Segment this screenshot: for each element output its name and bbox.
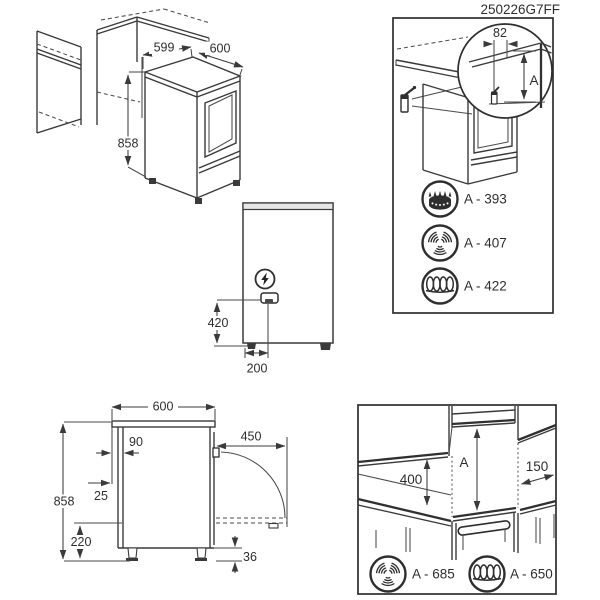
dim-label-36: 36 xyxy=(243,550,257,564)
bottom-right-panel: 400 A 150 A - 685 A - 650 xyxy=(357,404,557,595)
oven-door-window xyxy=(204,89,237,159)
dim-label-220: 220 xyxy=(71,535,92,549)
left-cabinet-drawing xyxy=(36,30,82,134)
dim-label-a-clearance: A xyxy=(459,455,468,470)
cooker-foot xyxy=(233,180,240,186)
dim-label-858: 858 xyxy=(118,137,139,151)
hob-type-label: A - 650 xyxy=(510,567,553,582)
side-foot xyxy=(195,547,207,561)
hob-type-row-coil: A - 650 xyxy=(468,555,553,593)
gas-tap-icon xyxy=(400,85,417,113)
dimension-220: 220 xyxy=(66,522,122,559)
dimension-82: 82 xyxy=(483,26,518,92)
top-left-isometric-diagram: 599 600 858 xyxy=(36,8,244,204)
hob-type-row-radiant: A - 407 xyxy=(421,224,507,262)
cooker-side-body xyxy=(111,420,220,561)
dimension-858-side: 858 xyxy=(49,421,130,562)
dimension-858: 858 xyxy=(113,71,147,178)
dim-label-200: 200 xyxy=(247,362,268,376)
cooker-foot xyxy=(195,198,202,204)
dim-label-858-side: 858 xyxy=(54,495,75,509)
dimension-a: A xyxy=(504,50,539,103)
dim-label-600: 600 xyxy=(210,42,231,56)
tall-cabinet-drawing xyxy=(96,8,211,125)
dimension-400: 400 xyxy=(400,459,431,506)
dim-label-82: 82 xyxy=(493,26,507,40)
dimension-600-top: 600 xyxy=(198,41,244,76)
dimension-420: 420 xyxy=(203,299,261,347)
dimension-599: 599 xyxy=(141,40,193,118)
corner-detail-circle: 82 A xyxy=(457,23,553,119)
cooker-rear-body xyxy=(242,202,334,344)
door-swing-drawing xyxy=(216,437,288,529)
dim-label-599: 599 xyxy=(154,41,175,55)
oven-handle-rail xyxy=(457,520,511,536)
hob-type-label: A - 407 xyxy=(464,236,507,251)
dim-label-400: 400 xyxy=(400,472,423,487)
side-view-diagram: 600 858 90 25 220 450 xyxy=(49,399,288,573)
dim-label-150: 150 xyxy=(526,459,549,474)
dimension-450: 450 xyxy=(216,429,286,450)
electric-connection-symbol xyxy=(254,268,276,290)
gas-inlet-detail-icon xyxy=(490,86,500,105)
dimension-a-clearance: A xyxy=(459,428,481,511)
side-foot xyxy=(126,547,138,561)
rear-foot xyxy=(320,343,331,350)
dimension-25: 25 xyxy=(88,479,111,503)
rear-foot xyxy=(247,343,256,349)
dimension-200: 200 xyxy=(244,304,269,376)
hob-type-row-radiant: A - 685 xyxy=(369,555,455,593)
kitchen-isometric-drawing xyxy=(357,406,557,560)
dim-label-600-side: 600 xyxy=(153,400,174,414)
hob-type-label: A - 422 xyxy=(464,279,507,294)
dim-label-90: 90 xyxy=(129,435,143,449)
dimension-600-side: 600 xyxy=(111,399,216,420)
open-door-handle xyxy=(268,522,279,529)
dimension-150: 150 xyxy=(521,459,554,485)
hob-type-row-coil: A - 422 xyxy=(421,267,507,305)
worktop-slab xyxy=(111,420,216,428)
hob-type-label: A - 685 xyxy=(412,567,455,582)
dim-label-420: 420 xyxy=(208,316,229,330)
rear-view-diagram: 420 200 xyxy=(203,202,334,376)
leader-line xyxy=(411,105,473,115)
doc-code: 250226G7FF xyxy=(480,2,560,17)
dim-label-450: 450 xyxy=(241,430,262,444)
dimension-36: 36 xyxy=(214,536,257,573)
hob-type-row-gas: A - 393 xyxy=(421,180,507,218)
dimension-90: 90 xyxy=(96,435,143,457)
door-handle xyxy=(212,447,220,458)
dim-label-25: 25 xyxy=(94,489,108,503)
cooker-foot xyxy=(149,178,156,184)
cooker-isometric-drawing xyxy=(142,56,242,204)
hob-type-label: A - 393 xyxy=(464,192,507,207)
terminal-box xyxy=(260,292,279,304)
dim-label-a: A xyxy=(529,73,538,88)
rear-top-strip xyxy=(242,202,334,211)
top-right-panel: 82 A A - 393 A - 407 xyxy=(392,17,554,314)
